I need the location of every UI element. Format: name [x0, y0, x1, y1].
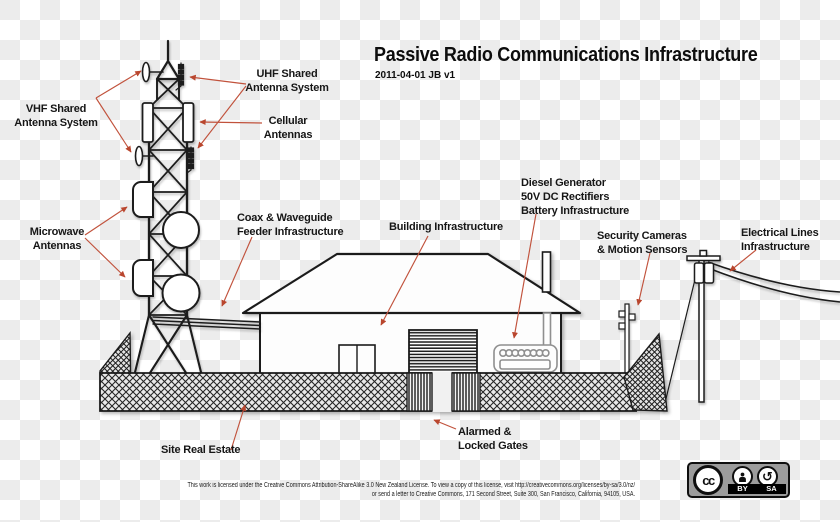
coax-feeder-tray — [152, 316, 261, 330]
vhf-antenna-lower — [134, 145, 144, 167]
label-line: Coax & Waveguide — [237, 212, 333, 224]
label-line: Alarmed & — [458, 426, 512, 438]
arrow-diesel — [512, 213, 537, 339]
arrow-building — [380, 235, 429, 326]
cc-logo-icon: cc — [693, 465, 723, 495]
label-line: Building Infrastructure — [389, 221, 503, 233]
power-line-upper — [707, 261, 840, 293]
arrow-uhf-upper — [189, 74, 247, 85]
label-microwave-antennas: Microwave Antennas — [16, 225, 98, 253]
arrow-electrical — [729, 249, 757, 272]
label-alarmed-locked-gates: Alarmed & Locked Gates — [458, 425, 528, 453]
label-line: Microwave — [29, 226, 85, 238]
cc-sa-label: SA — [766, 484, 777, 493]
label-line: Diesel Generator — [521, 177, 606, 189]
camera-box-2 — [628, 313, 636, 321]
tower-legs — [125, 313, 211, 407]
transformer-right — [703, 262, 715, 284]
label-line: Electrical Lines — [741, 227, 819, 239]
diesel-generator-unit — [493, 312, 558, 373]
license-line-1: This work is licensed under the Creative… — [187, 482, 635, 489]
label-line: Antenna System — [14, 117, 98, 129]
gate-left — [406, 372, 433, 412]
arrow-vhf-upper — [95, 70, 142, 99]
label-line: Battery Infrastructure — [521, 205, 630, 217]
page-title: Passive Radio Communications Infrastruct… — [374, 44, 758, 66]
microwave-drum-lower — [132, 259, 154, 297]
transformer-left — [693, 262, 705, 284]
power-line-lower — [707, 267, 840, 303]
arrow-uhf-lower — [197, 85, 247, 149]
label-diesel-generator: Diesel Generator 50V DC Rectifiers Batte… — [521, 176, 629, 218]
person-icon — [739, 472, 746, 482]
arrow-microwave-upper — [84, 206, 128, 236]
microwave-dish-upper — [162, 211, 200, 249]
arrow-security — [636, 252, 651, 306]
arrow-vhf-lower — [95, 97, 132, 153]
exhaust-vent-pipe — [541, 251, 552, 293]
gate-gap — [432, 372, 452, 412]
label-coax-feeder: Coax & Waveguide Feeder Infrastructure — [237, 211, 344, 239]
arrow-coax — [221, 236, 253, 307]
label-uhf-antenna-system: UHF Shared Antenna System — [244, 67, 330, 95]
tower-mast — [155, 39, 181, 81]
label-line: Site Real Estate — [161, 444, 241, 456]
guy-wire — [662, 262, 700, 412]
fence-band — [99, 372, 638, 412]
license-text: This work is licensed under the Creative… — [151, 481, 635, 499]
sa-glyph: ↺ — [762, 468, 773, 484]
label-line: VHF Shared — [25, 103, 87, 115]
building — [241, 251, 582, 379]
radio-tower — [125, 39, 261, 407]
cc-license-badge: cc ↺ BY SA — [687, 462, 790, 498]
label-line: 50V DC Rectifiers — [521, 191, 610, 203]
building-roof — [241, 252, 582, 315]
perimeter-fence — [99, 331, 668, 412]
cc-badge-strip: BY SA — [728, 484, 786, 494]
fence-wing-right — [623, 332, 668, 412]
leader-arrows — [84, 70, 757, 451]
roller-door — [408, 329, 478, 379]
label-electrical-lines: Electrical Lines Infrastructure — [741, 226, 819, 254]
label-line: Cellular — [268, 115, 308, 127]
camera-box-1 — [618, 310, 626, 318]
label-line: Infrastructure — [741, 241, 810, 253]
license-line-2: or send a letter to Creative Commons, 17… — [371, 491, 635, 498]
microwave-drum-upper — [132, 181, 154, 218]
label-line: & Motion Sensors — [597, 244, 688, 256]
label-line: Antenna System — [245, 82, 329, 94]
label-site-real-estate: Site Real Estate — [161, 443, 241, 457]
label-building-infrastructure: Building Infrastructure — [389, 220, 503, 234]
vhf-antenna-upper — [141, 61, 151, 83]
label-line: Feeder Infrastructure — [237, 226, 344, 238]
arrow-gates — [433, 419, 457, 430]
cellular-panel-left — [141, 102, 154, 143]
label-vhf-antenna-system: VHF Shared Antenna System — [14, 102, 98, 130]
label-line: Antennas — [32, 240, 82, 252]
label-line: Antennas — [263, 129, 313, 141]
label-security-cameras: Security Cameras & Motion Sensors — [597, 229, 688, 257]
gate-right — [451, 372, 481, 412]
label-line: Security Cameras — [597, 230, 687, 242]
motion-sensor-box — [618, 322, 626, 330]
arrow-microwave-lower — [84, 237, 126, 278]
insulator — [699, 249, 708, 257]
label-line: UHF Shared — [256, 68, 318, 80]
utility-pole — [662, 249, 840, 412]
microwave-dish-lower — [161, 273, 201, 313]
arrow-site — [230, 404, 247, 451]
label-cellular-antennas: Cellular Antennas — [248, 114, 328, 142]
cc-by-label: BY — [737, 484, 748, 493]
cellular-panel-right — [182, 102, 195, 143]
label-line: Locked Gates — [458, 440, 528, 452]
arrow-cellular — [199, 119, 263, 126]
page-subtitle: 2011-04-01 JB v1 — [375, 70, 456, 81]
